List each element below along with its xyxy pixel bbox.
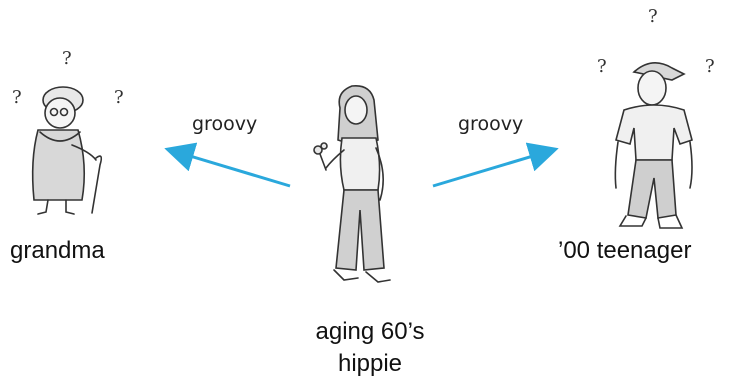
arrow-to-teenager <box>432 142 559 188</box>
question-mark-teen-right: ? <box>705 56 715 77</box>
label-grandma: grandma <box>10 237 105 264</box>
word-groovy-right: groovy <box>458 113 524 135</box>
word-groovy-left: groovy <box>192 113 258 135</box>
question-mark-grandma-top: ? <box>62 48 72 69</box>
arrow-to-grandma <box>164 142 291 188</box>
label-hippie-line2: hippie <box>337 350 403 377</box>
grandma-figure <box>31 86 103 215</box>
hippie-figure <box>313 84 391 283</box>
question-mark-teen-left: ? <box>597 56 607 77</box>
label-hippie-line1: aging 60’s <box>315 318 425 345</box>
question-mark-teen-top: ? <box>648 6 658 27</box>
question-mark-grandma-right: ? <box>114 87 124 108</box>
question-mark-grandma-left: ? <box>12 87 22 108</box>
teenager-figure <box>614 62 693 229</box>
label-teenager: ’00 teenager <box>558 237 692 264</box>
